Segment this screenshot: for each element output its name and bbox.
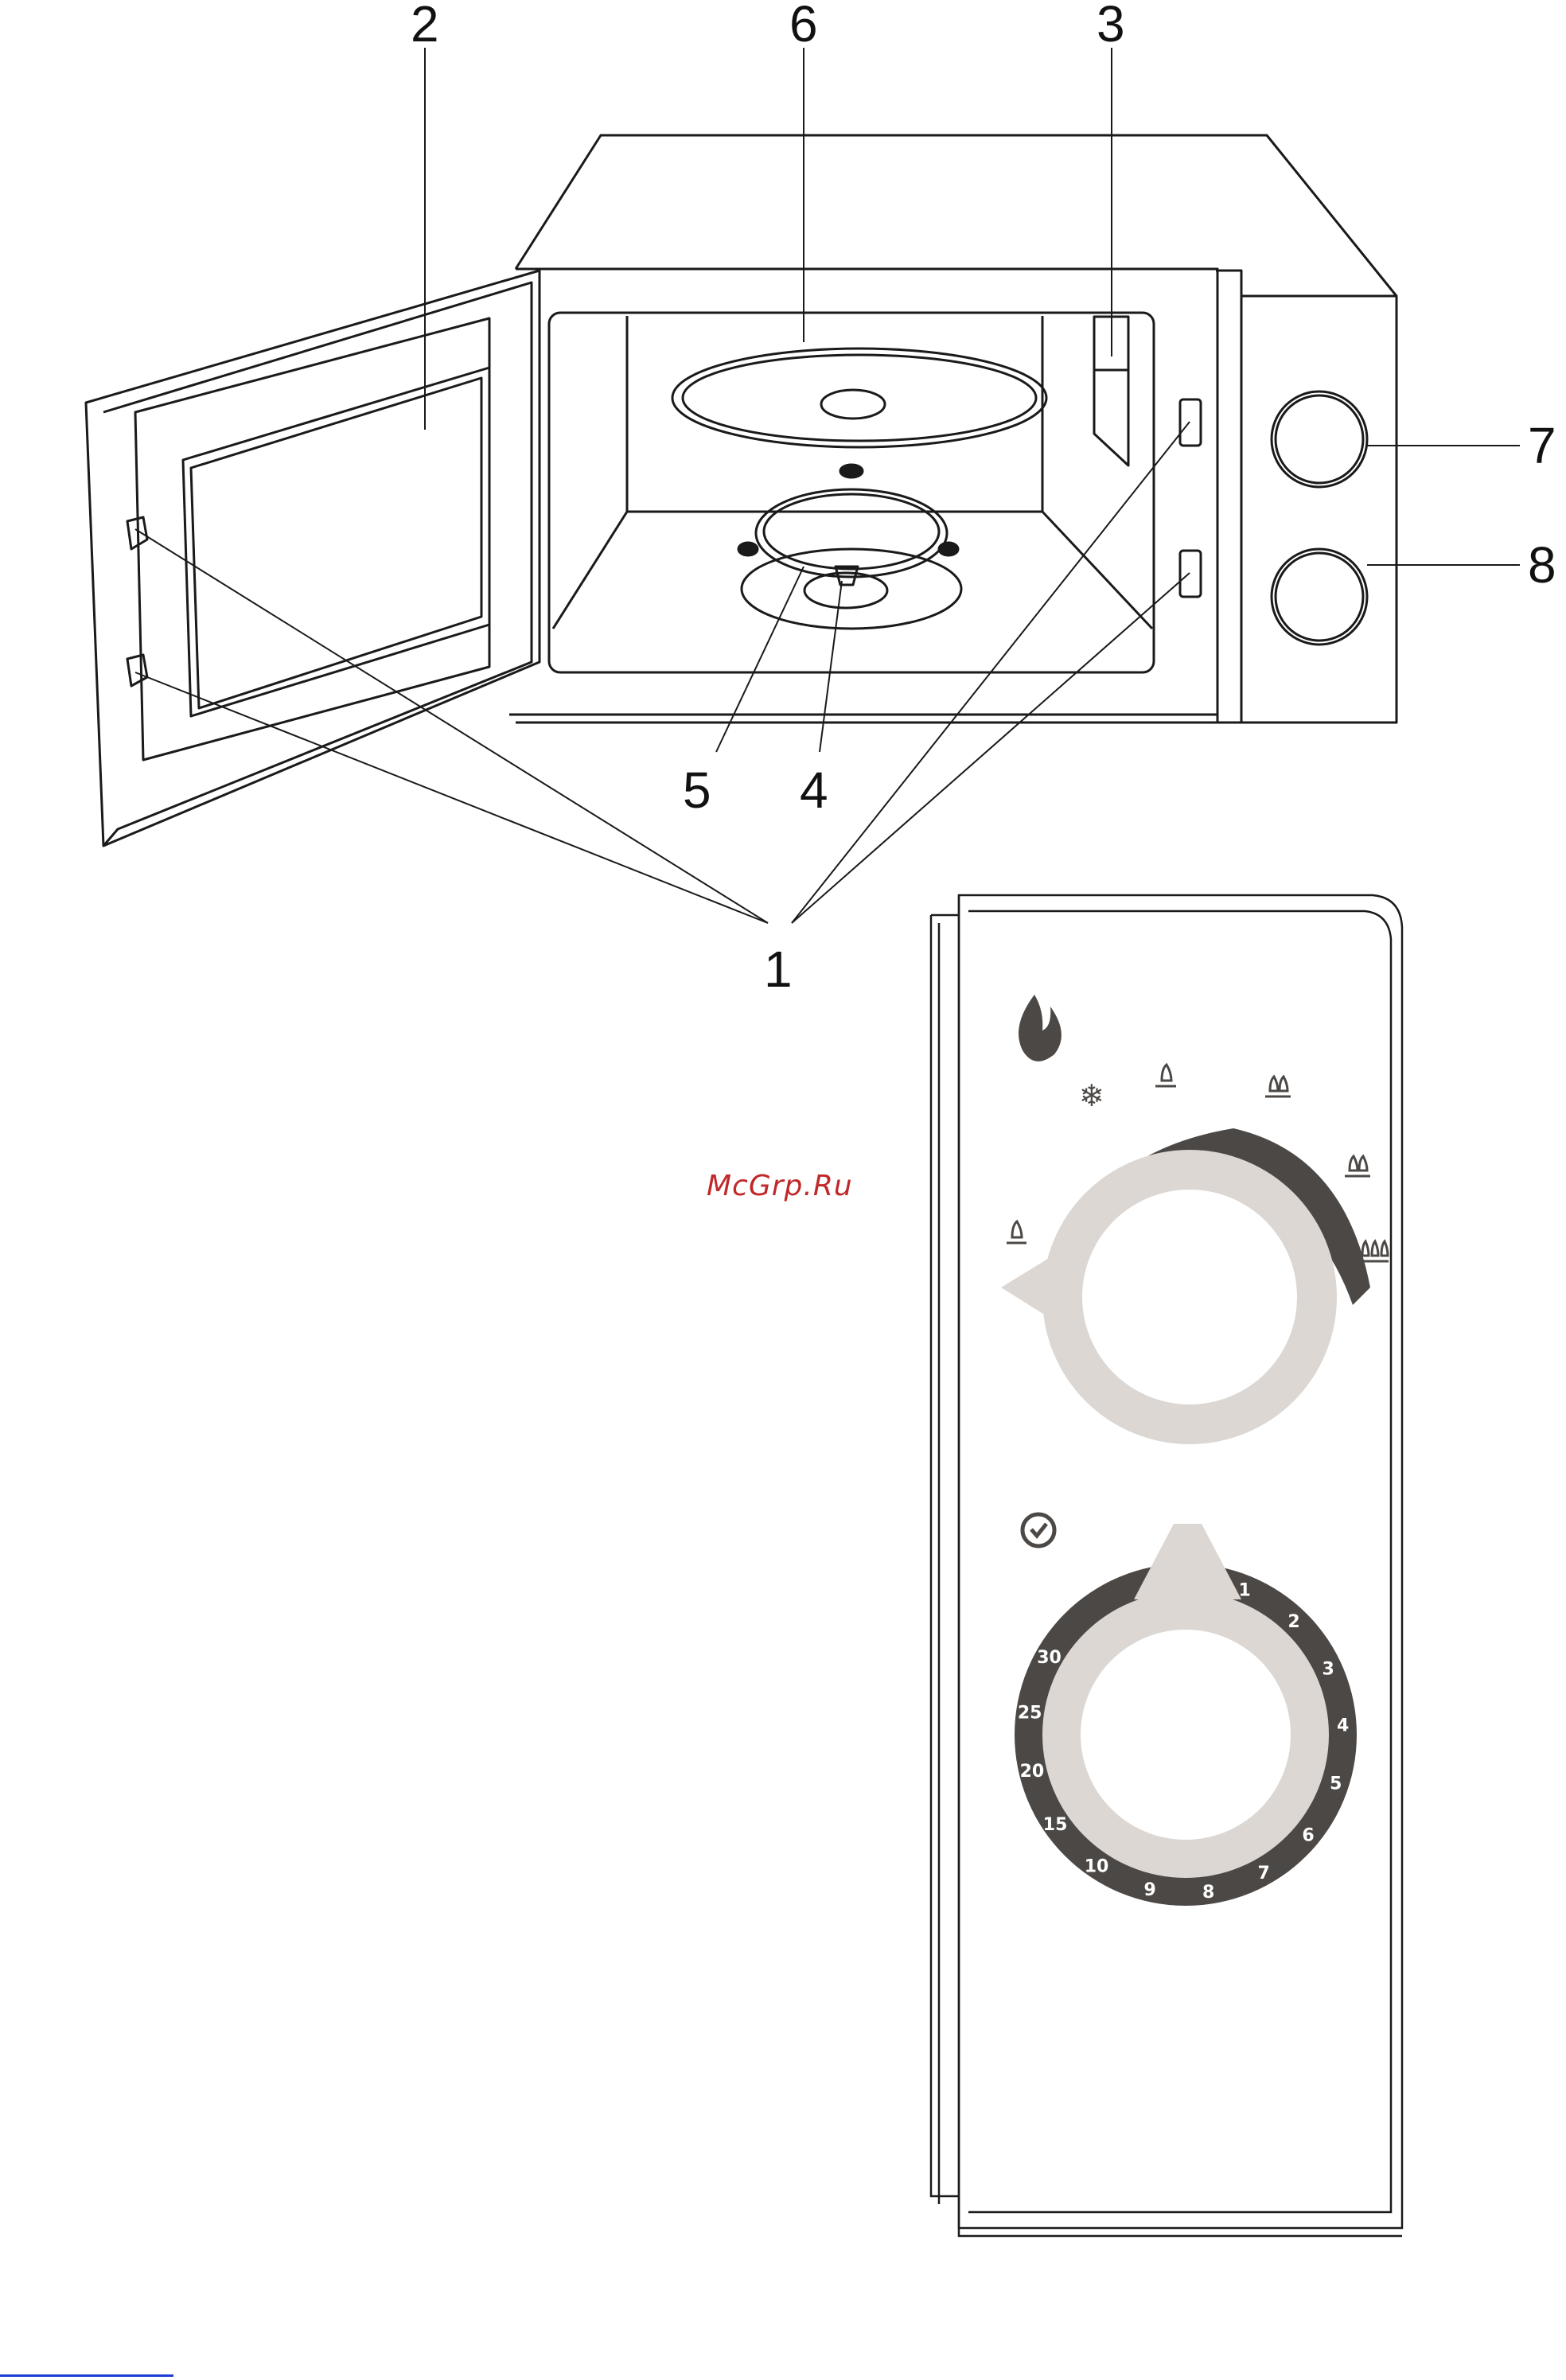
glass-turntable-hub [821,390,885,419]
glass-turntable-rim [683,355,1036,441]
timer-scale-label: 10 [1085,1856,1109,1876]
timer-knob [1272,549,1367,645]
timer-dial: 1 2 3 4 5 6 7 8 9 10 15 20 25 30 [1015,1524,1357,1906]
latch-slot-upper [1180,399,1201,446]
leader-line-1b [135,672,768,923]
leader-line-1d [792,573,1190,923]
callout-6: 6 [789,0,818,53]
timer-scale-label: 4 [1337,1716,1349,1736]
panel-side-strip [931,915,959,2196]
oven-door-inner-edge [103,282,532,846]
leader-line-5 [716,567,804,752]
roller-wheel-right [939,543,958,555]
microwave-oven [86,135,1397,846]
door-window-inner [191,378,481,708]
timer-scale-label: 1 [1239,1580,1251,1600]
timer-dial-center [1081,1630,1291,1840]
callout-5: 5 [683,762,711,819]
medium-low-power-icon [1155,1065,1176,1086]
roller-wheel-top [840,465,863,477]
oven-control-panel [1216,271,1241,723]
timer-knob-inner [1276,553,1363,641]
timer-scale-label: 7 [1257,1864,1269,1883]
oven-control-panel-face [1241,296,1397,723]
timer-scale-label: 20 [1020,1762,1045,1782]
callout-labels: 2 6 3 7 8 5 4 1 [411,0,1556,998]
timer-scale-label: 15 [1043,1815,1068,1835]
timer-scale-label: 25 [1018,1703,1042,1723]
low-power-icon [1007,1221,1026,1243]
power-knob-inner [1276,395,1363,483]
clock-icon-hands [1031,1524,1046,1536]
coupler-base [804,573,887,608]
callout-2: 2 [411,0,439,53]
leader-line-1a [135,529,768,923]
roller-ring [756,489,947,577]
timer-scale-label: 9 [1144,1880,1156,1900]
clock-icon [1023,1514,1054,1546]
power-level-dial [1001,1128,1370,1444]
roller-wheel-left [738,543,758,555]
timer-scale-label: 3 [1322,1660,1334,1680]
callout-1: 1 [764,941,793,998]
panel-bottom-edge [959,2228,1402,2236]
cavity-back-wall [627,316,1042,512]
cabinet-top [516,135,1397,296]
link-underline [0,2374,173,2377]
roller-ring-inner [764,494,939,569]
timer-scale-label: 6 [1302,1825,1314,1845]
power-dial-pointer [1001,1257,1054,1321]
glass-turntable [672,349,1046,447]
callout-8: 8 [1528,536,1556,594]
watermark: McGrp.Ru [707,1170,853,1202]
floor-right-edge [1042,512,1152,629]
clock-icon-face [1023,1514,1054,1546]
callout-3: 3 [1097,0,1125,53]
latch-slot-lower [1180,551,1201,597]
power-dial-center [1082,1190,1297,1404]
timer-scale-label: 2 [1287,1612,1299,1632]
oven-cavity [549,313,1154,672]
timer-dial-pointer [1134,1524,1241,1599]
power-knob [1272,391,1367,487]
high-power-icon [1359,1241,1389,1261]
turntable-recess [742,549,961,629]
medium-power-icon [1265,1077,1291,1097]
flame-icon [1019,995,1062,1061]
timer-scale-label: 30 [1037,1648,1062,1668]
floor-left-edge [553,512,627,629]
snowflake-icon: ❄ [1079,1078,1104,1113]
timer-scale-label: 5 [1330,1774,1342,1794]
oven-door [86,271,540,846]
door-hook-lower [127,655,147,686]
medium-high-power-icon [1345,1156,1370,1176]
callout-4: 4 [800,762,828,819]
timer-scale-label: 8 [1202,1883,1214,1903]
callout-7: 7 [1528,417,1556,474]
